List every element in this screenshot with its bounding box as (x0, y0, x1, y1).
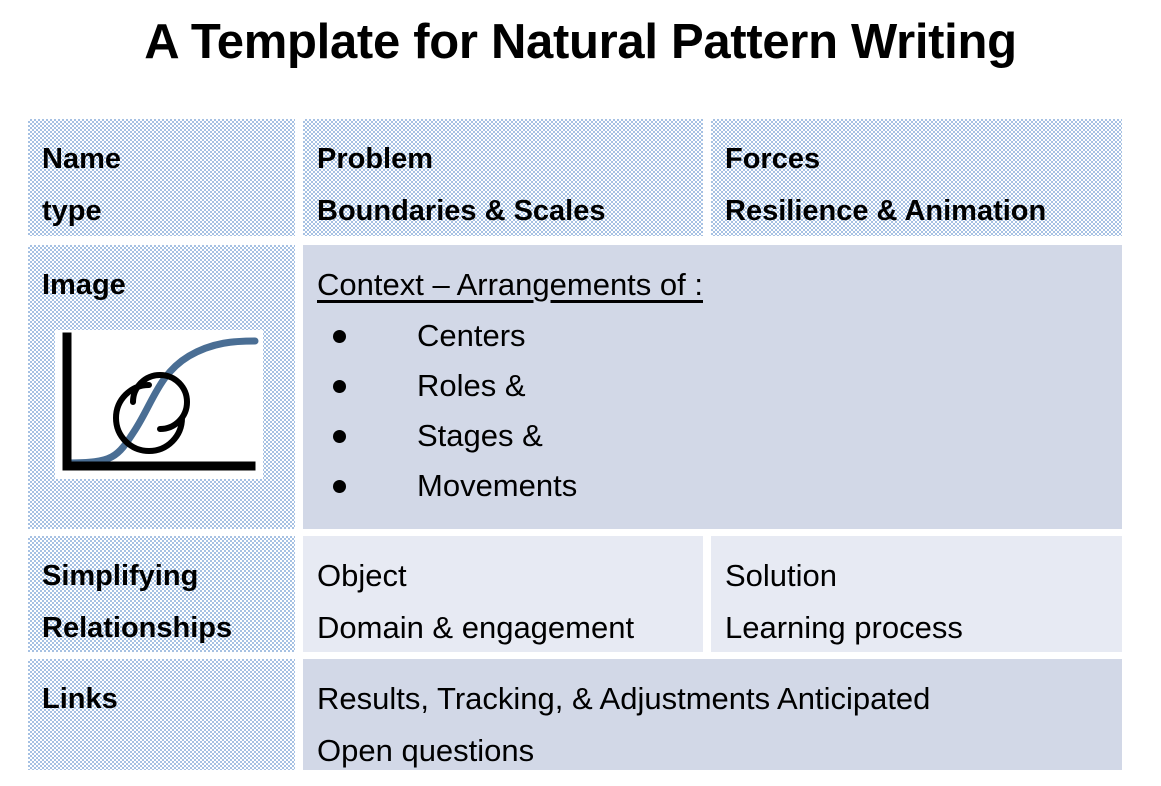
solution-cell: Solution Learning process (711, 536, 1122, 652)
list-item: Movements (317, 461, 1122, 511)
list-item-label: Centers (417, 318, 526, 353)
image-label: Image (42, 269, 126, 301)
object-line1: Object (317, 558, 407, 593)
object-cell: Object Domain & engagement (303, 536, 703, 652)
image-label-cell: Image (28, 245, 295, 529)
header-problem-line1: Problem (317, 143, 434, 175)
context-cell: Context – Arrangements of : Centers Role… (303, 245, 1122, 529)
list-item: Centers (317, 311, 1122, 361)
bullet-dot-icon (333, 480, 346, 493)
header-name-line1: Name (42, 143, 121, 175)
header-cell-name: Name type (28, 119, 295, 236)
list-item: Roles & (317, 361, 1122, 411)
solution-line2: Learning process (725, 610, 963, 645)
list-item-label: Movements (417, 468, 578, 503)
simplifying-label-line2: Relationships (42, 612, 233, 644)
links-label-cell: Links (28, 659, 295, 770)
header-problem-line2: Boundaries & Scales (317, 195, 606, 227)
simplifying-label-line1: Simplifying (42, 560, 199, 592)
header-cell-forces: Forces Resilience & Animation (711, 119, 1122, 236)
page-title: A Template for Natural Pattern Writing (144, 15, 1017, 69)
links-line2: Open questions (317, 733, 535, 768)
links-content-cell: Results, Tracking, & Adjustments Anticip… (303, 659, 1122, 770)
bullet-dot-icon (333, 330, 346, 343)
s-curve-image (55, 330, 263, 479)
links-line1: Results, Tracking, & Adjustments Anticip… (317, 681, 931, 716)
header-forces-line1: Forces (725, 143, 821, 175)
context-heading: Context – Arrangements of : (317, 267, 703, 302)
context-bullet-list: Centers Roles & Stages & Movements (317, 311, 1122, 511)
list-item: Stages & (317, 411, 1122, 461)
simplifying-label-cell: Simplifying Relationships (28, 536, 295, 652)
pattern-template-table: Name type Problem Boundaries & Scales Fo… (28, 119, 1122, 770)
header-forces-line2: Resilience & Animation (725, 195, 1047, 227)
table-row-image: Image Context – Arrangements of : (28, 245, 1122, 529)
table-row-header: Name type Problem Boundaries & Scales Fo… (28, 119, 1122, 236)
table-row-simplifying: Simplifying Relationships Object Domain … (28, 536, 1122, 652)
header-name-line2: type (42, 195, 102, 227)
list-item-label: Stages & (417, 418, 543, 453)
bullet-dot-icon (333, 430, 346, 443)
table-row-links: Links Results, Tracking, & Adjustments A… (28, 659, 1122, 770)
list-item-label: Roles & (417, 368, 526, 403)
links-label: Links (42, 683, 118, 715)
solution-line1: Solution (725, 558, 838, 593)
bullet-dot-icon (333, 380, 346, 393)
header-cell-problem: Problem Boundaries & Scales (303, 119, 703, 236)
object-line2: Domain & engagement (317, 610, 635, 645)
